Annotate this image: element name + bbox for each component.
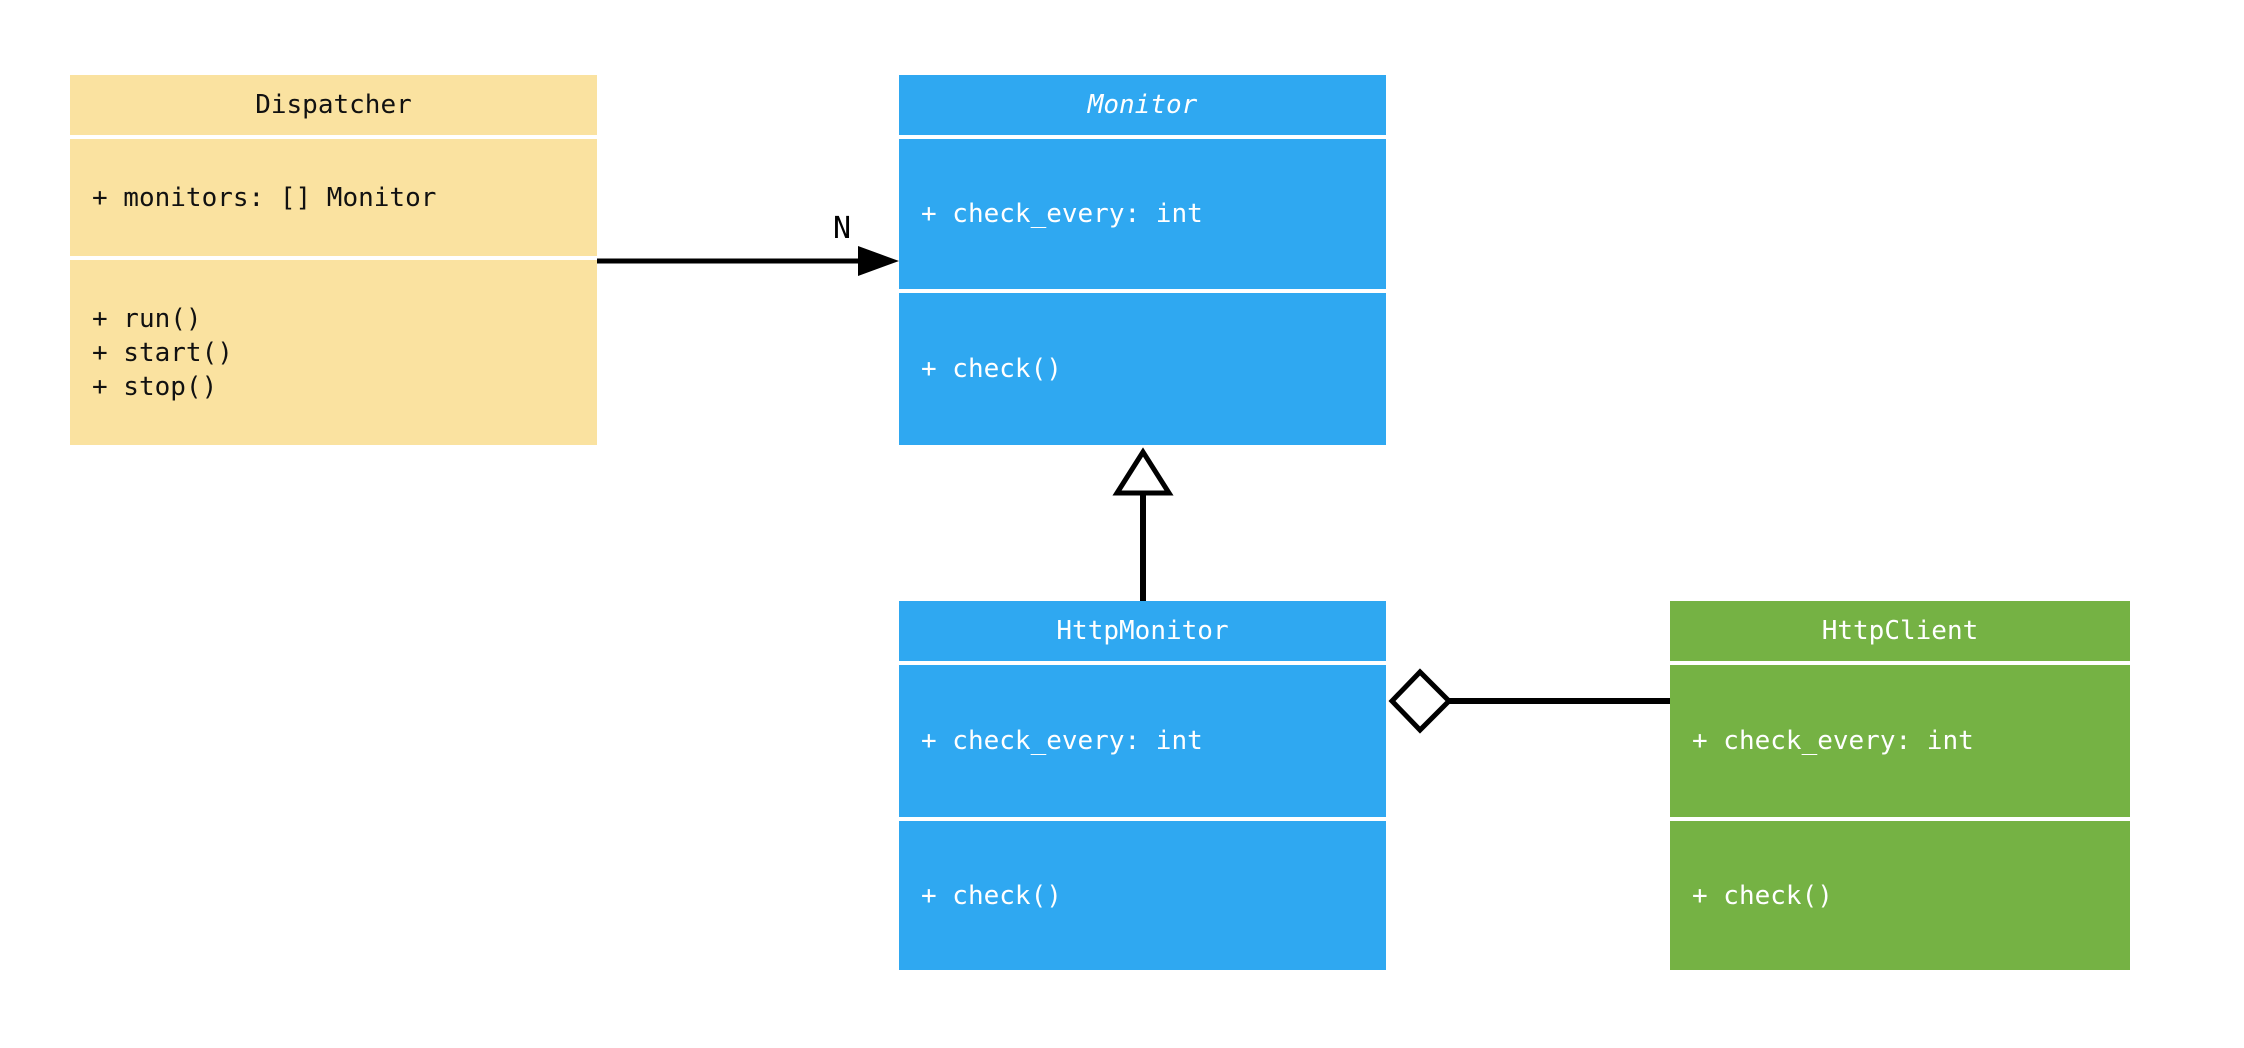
class-monitor-attributes: + check_every: int xyxy=(899,139,1386,289)
method-line: + stop() xyxy=(92,371,218,402)
method-line: + start() xyxy=(92,337,233,368)
class-dispatcher-title: Dispatcher xyxy=(70,75,597,135)
attribute-line: + check_every: int xyxy=(921,199,1203,229)
class-httpclient-title: HttpClient xyxy=(1670,601,2130,661)
class-monitor-methods: + check() xyxy=(899,293,1386,445)
association-dispatcher-monitor xyxy=(597,246,899,276)
association-multiplicity-label: N xyxy=(832,211,852,246)
class-dispatcher-methods: + run() + start() + stop() xyxy=(70,260,597,445)
class-httpmonitor-title: HttpMonitor xyxy=(899,601,1386,661)
attribute-line: + check_every: int xyxy=(921,726,1203,756)
class-httpclient-methods: + check() xyxy=(1670,821,2130,970)
aggregation-diamond-icon xyxy=(1388,668,1453,734)
association-arrowhead-icon xyxy=(858,246,899,276)
class-httpclient-attributes: + check_every: int xyxy=(1670,665,2130,817)
method-line: + run() xyxy=(92,303,202,334)
class-httpmonitor-attributes: + check_every: int xyxy=(899,665,1386,817)
class-dispatcher-attributes: + monitors: [] Monitor xyxy=(70,139,597,256)
method-line: + check() xyxy=(921,880,1062,911)
method-line: + check() xyxy=(1692,880,1833,911)
attribute-line: + monitors: [] Monitor xyxy=(92,182,437,213)
inheritance-httpmonitor-monitor xyxy=(1112,447,1174,601)
class-httpmonitor-methods: + check() xyxy=(899,821,1386,970)
attribute-line: + check_every: int xyxy=(1692,726,1974,756)
inheritance-triangle-icon xyxy=(1112,447,1174,496)
method-line: + check() xyxy=(921,354,1062,384)
aggregation-httpmonitor-httpclient xyxy=(1388,668,1671,734)
class-monitor-title: Monitor xyxy=(899,75,1386,135)
